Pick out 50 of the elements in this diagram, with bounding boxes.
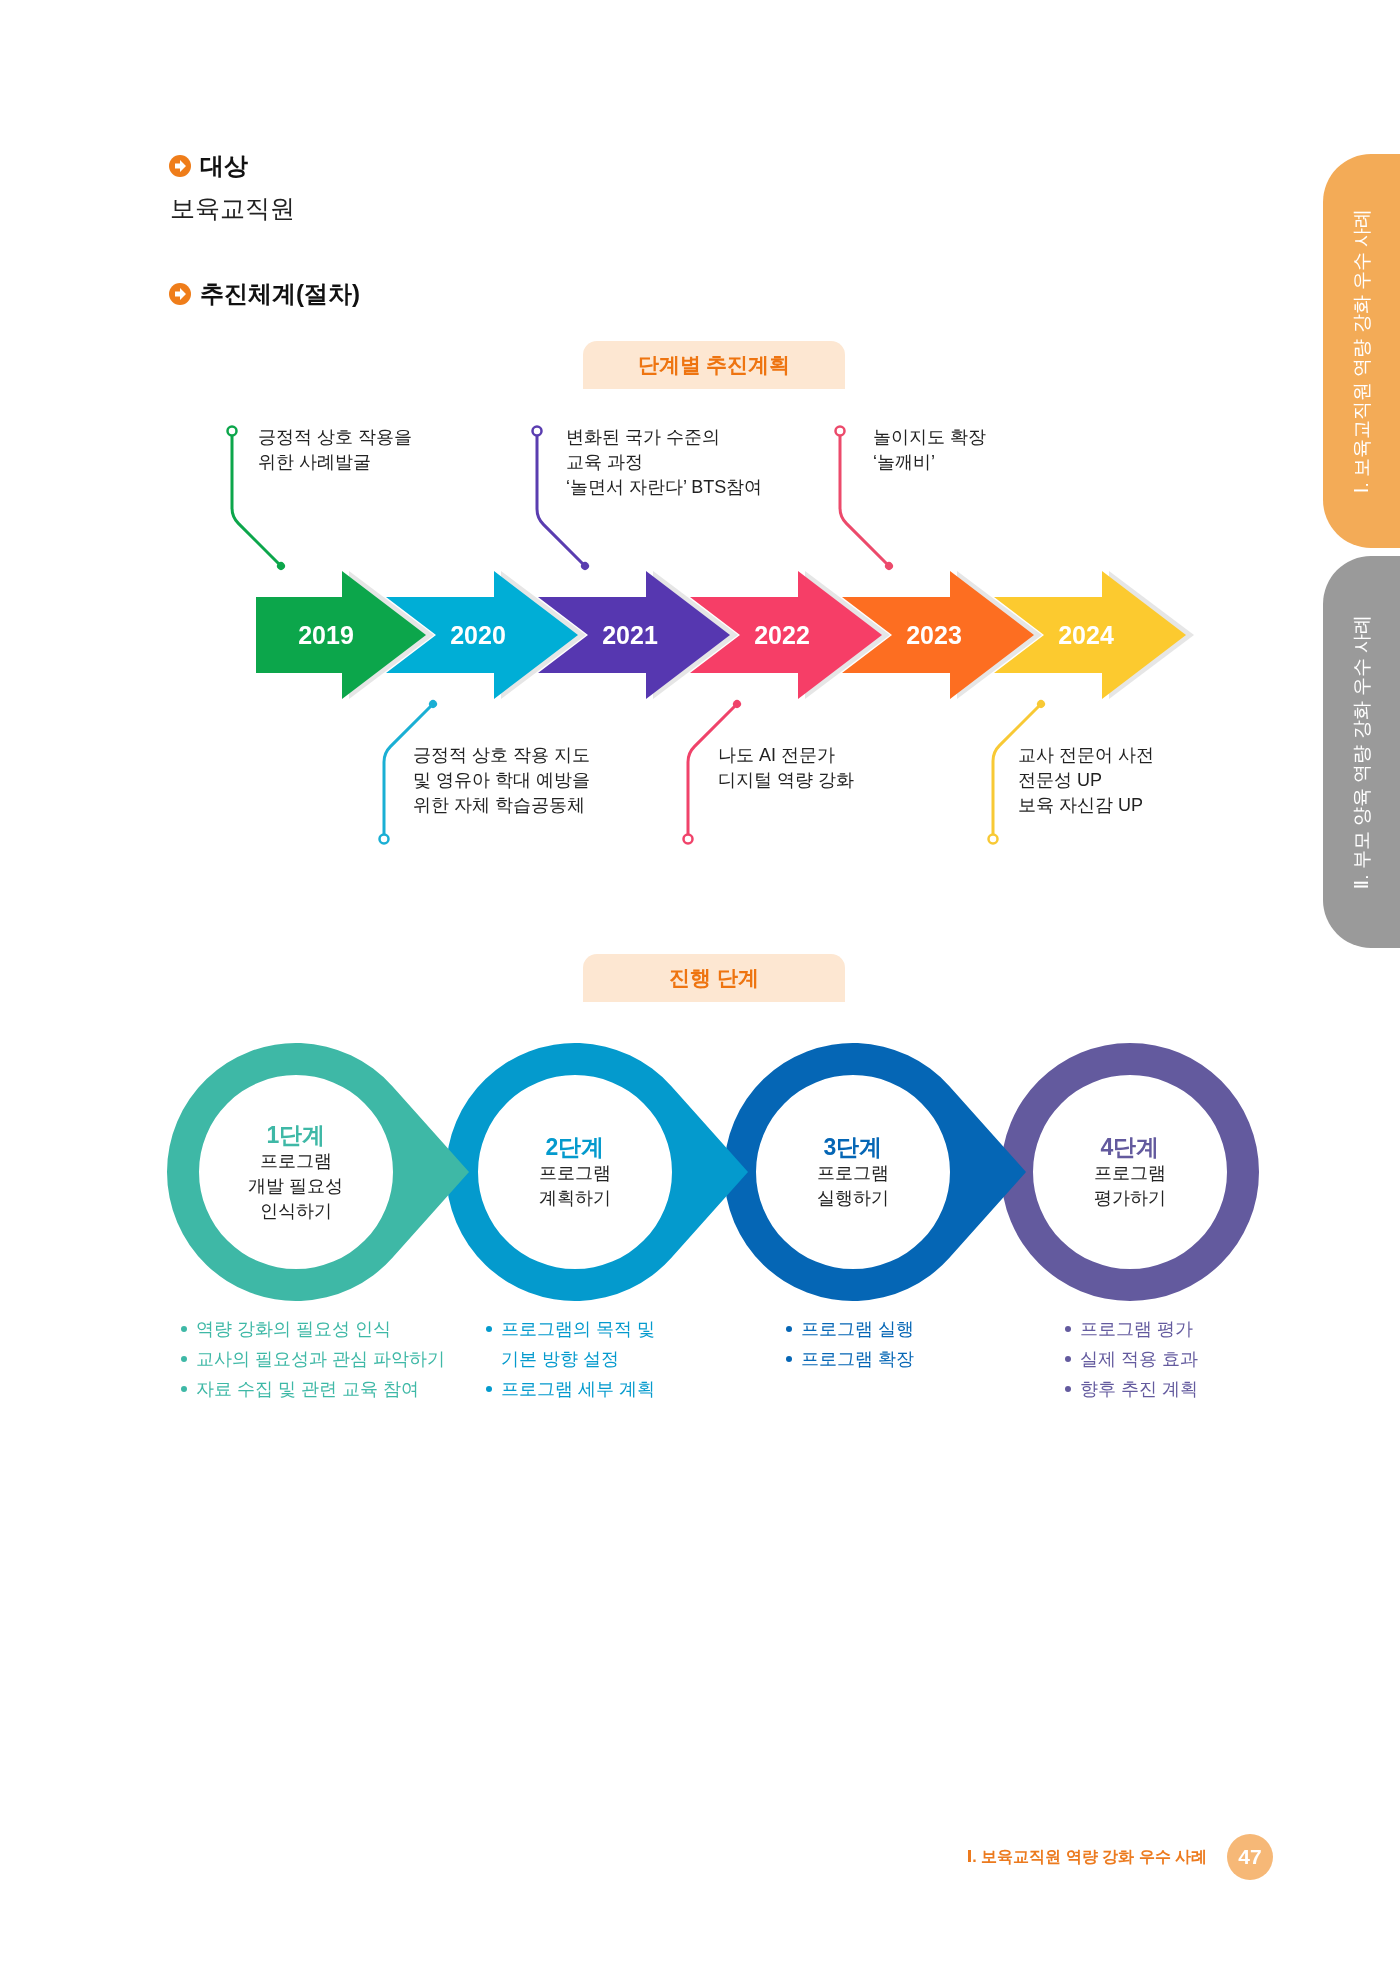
bullet-text: 자료 수집 및 관련 교육 참여: [196, 1378, 420, 1401]
stage-title: 1단계: [266, 1120, 326, 1149]
bullet-text: 프로그램 확장: [801, 1348, 914, 1371]
side-tab: Ⅱ. 부모 양육 역량 강화 우수 사례: [1323, 556, 1400, 948]
year-label: 2019: [298, 620, 354, 650]
section-heading: 대상: [200, 151, 248, 181]
bullet-text: 프로그램의 목적 및 기본 방향 설정: [501, 1318, 656, 1371]
bullet-text: 프로그램 평가: [1080, 1318, 1194, 1341]
side-tab: Ⅰ. 보육교직원 역량 강화 우수 사례: [1323, 154, 1400, 548]
leader-line: [531, 425, 589, 570]
stage-title: 4단계: [1100, 1133, 1160, 1161]
bullet-text: 교사의 필요성과 관심 파악하기: [196, 1348, 445, 1371]
year-label: 2021: [602, 620, 658, 650]
stage-description: 프로그램 평가하기: [1093, 1162, 1167, 1210]
section-tab: 단계별 추진계획: [583, 341, 845, 389]
bullet-text: 프로그램 세부 계획: [501, 1378, 656, 1401]
section-heading: 추진체계(절차): [200, 279, 360, 309]
year-label: 2024: [1058, 620, 1114, 650]
stage-ring: [1001, 1043, 1259, 1301]
year-label: 2020: [450, 620, 506, 650]
callout-text: 긍정적 상호 작용 지도 및 영유아 학대 예방을 위한 자체 학습공동체: [413, 743, 603, 818]
leader-line: [987, 700, 1045, 845]
stage-title: 3단계: [823, 1133, 883, 1161]
stage-description: 프로그램 계획하기: [538, 1162, 612, 1210]
stage-title: 2단계: [545, 1133, 605, 1161]
body-text: 보육교직원: [170, 194, 295, 224]
callout-text: 교사 전문어 사전 전문성 UP 보육 자신감 UP: [1018, 743, 1154, 818]
timeline-segment: [994, 571, 1194, 699]
bullet-text: 역량 강화의 필요성 인식: [196, 1318, 392, 1341]
callout-text: 나도 AI 전문가 디지털 역량 강화: [718, 743, 868, 793]
stage-ring: [446, 1043, 748, 1301]
stage-ring: [167, 1043, 469, 1301]
leader-line: [682, 700, 741, 845]
year-label: 2022: [754, 620, 810, 650]
leader-line: [226, 425, 285, 570]
callout-text: 변화된 국가 수준의 교육 과정 ‘놀면서 자란다’ BTS참여: [566, 425, 763, 500]
section-tab: 진행 단계: [583, 954, 845, 1002]
year-label: 2023: [906, 620, 962, 650]
callout-text: 긍정적 상호 작용을 위한 사례발굴: [258, 425, 430, 475]
leader-line: [378, 700, 437, 845]
callout-text: 놀이지도 확장 ‘놀깨비’: [873, 425, 1013, 475]
stage-ring: [724, 1043, 1026, 1301]
leader-line: [834, 425, 893, 570]
bullet-text: 프로그램 실행: [801, 1318, 914, 1341]
stage-description: 프로그램 실행하기: [816, 1162, 890, 1210]
stage-description: 프로그램 개발 필요성 인식하기: [247, 1149, 345, 1223]
page-number-badge: 47: [1227, 1834, 1273, 1880]
bullet-text: 실제 적용 효과: [1080, 1348, 1198, 1371]
bullet-text: 향후 추진 계획: [1080, 1378, 1198, 1401]
footer-text: Ⅰ. 보육교직원 역량 강화 우수 사례: [966, 1847, 1207, 1867]
